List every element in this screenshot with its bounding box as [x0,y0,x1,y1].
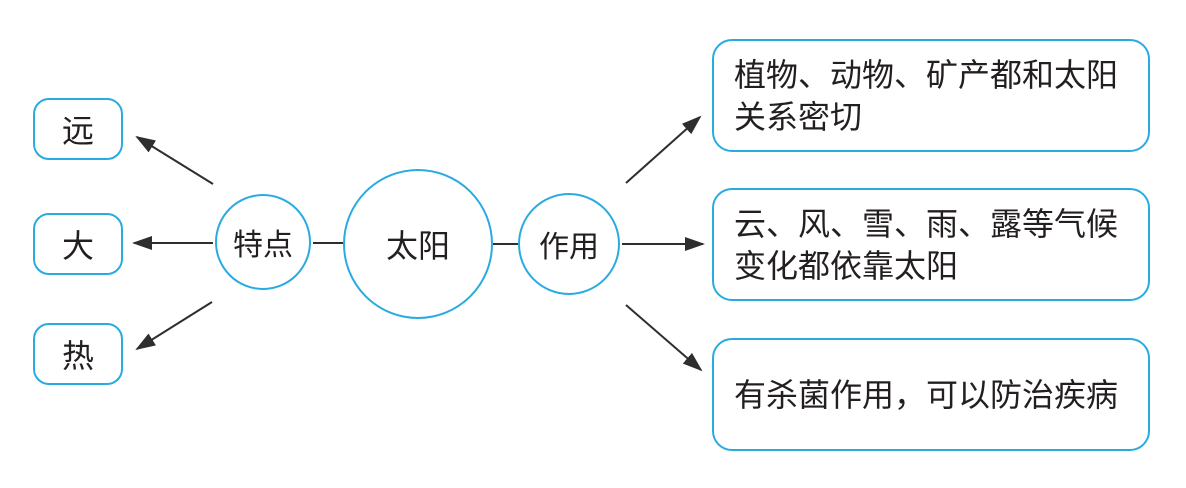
node-characteristics-label: 特点 [233,229,293,262]
node-characteristics: 特点 [215,194,311,290]
node-function-sterilize-line1: 有杀菌作用，可以防治疾病 [734,376,1119,413]
arrow-tedian-hot [135,301,213,351]
node-characteristic-hot-label: 热 [61,338,94,374]
node-function-climate-line1: 云、风、雪、雨、露等气候 [734,205,1119,242]
node-functions-label: 作用 [539,231,599,264]
node-characteristic-hot: 热 [33,323,123,385]
node-function-life-line1: 植物、动物、矿产都和太阳 [734,56,1119,93]
node-functions: 作用 [518,193,620,295]
node-characteristic-far-label: 远 [61,113,94,149]
node-function-life-line2: 关系密切 [734,98,863,135]
node-characteristic-big-label: 大 [61,228,94,264]
node-sun-center: 太阳 [343,169,493,319]
node-function-climate-line2: 变化都依靠太阳 [734,247,959,284]
arrow-tedian-far [135,135,214,185]
node-function-sterilize: 有杀菌作用，可以防治疾病 [712,338,1150,451]
node-sun-center-label: 太阳 [385,228,450,264]
node-characteristic-far: 远 [33,98,123,160]
arrow-zuoyong-box1 [625,115,702,184]
node-characteristic-big: 大 [33,213,123,275]
node-function-life: 植物、动物、矿产都和太阳 关系密切 [712,39,1150,152]
arrow-zuoyong-box3 [625,304,703,372]
node-function-climate: 云、风、雪、雨、露等气候 变化都依靠太阳 [712,188,1150,301]
